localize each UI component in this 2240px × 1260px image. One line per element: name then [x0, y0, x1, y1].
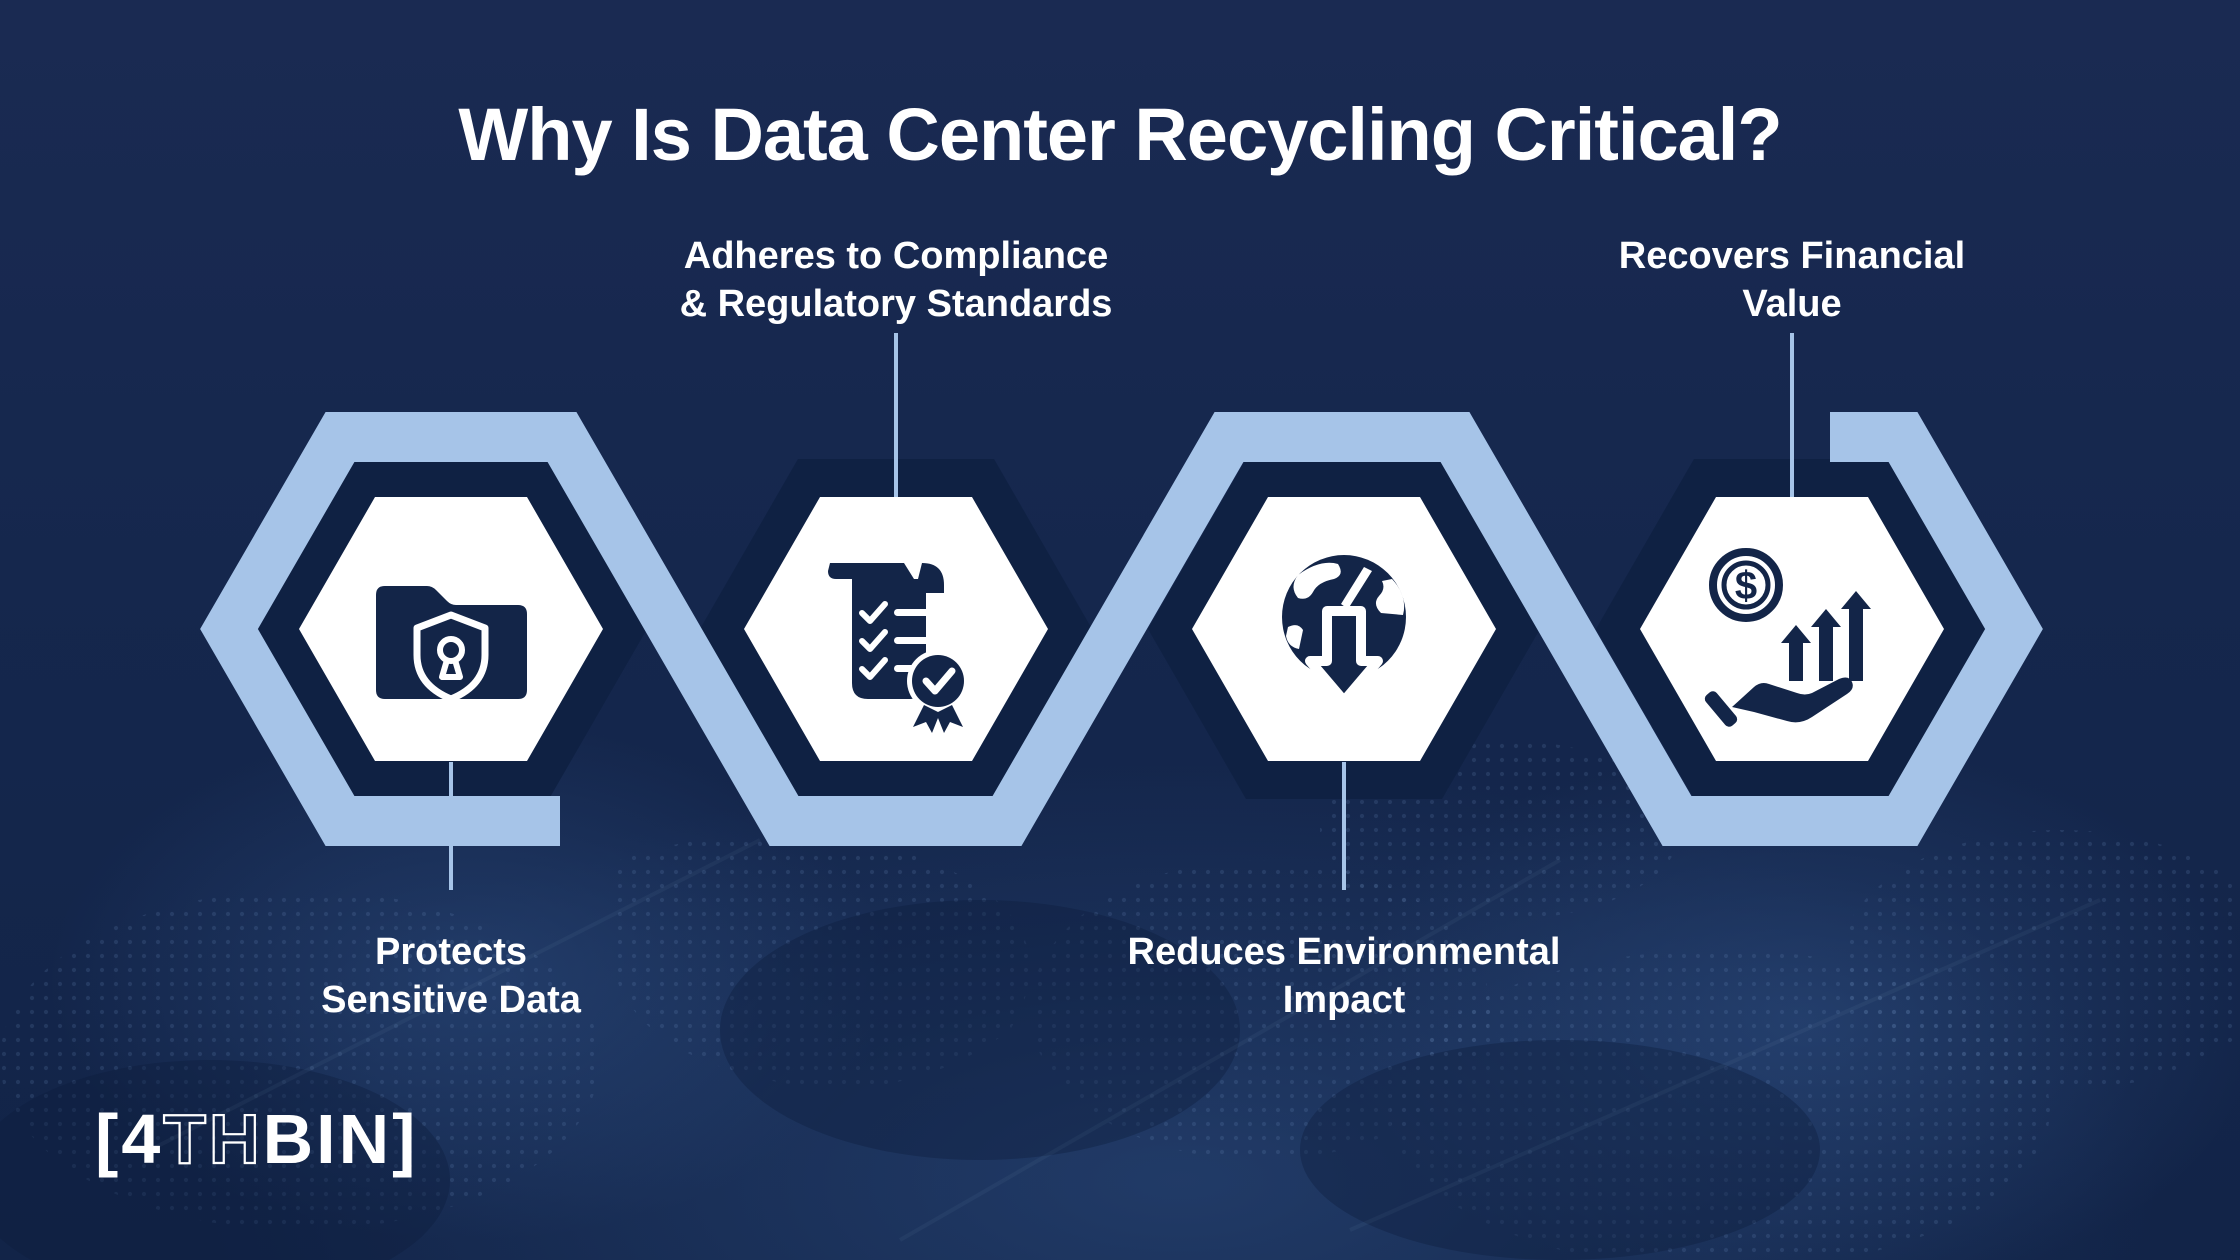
- label-compliance-line2: & Regulatory Standards: [679, 283, 1113, 325]
- label-compliance-line1: Adheres to Compliance: [683, 235, 1109, 277]
- globe-down-arrow-icon: [1282, 555, 1406, 706]
- label-financial: Recovers Financial Value: [1472, 232, 2112, 328]
- label-environment: Reduces Environmental Impact: [1064, 928, 1624, 1024]
- world-map-texture: [0, 720, 2240, 1260]
- label-protects-line2: Sensitive Data: [321, 979, 581, 1021]
- label-protects-line1: Protects: [374, 931, 528, 973]
- money-growth-hand-icon: $: [1704, 548, 1871, 727]
- page-title: Why Is Data Center Recycling Critical?: [458, 93, 1782, 176]
- label-environment-line1: Reduces Environmental: [1127, 931, 1561, 973]
- label-compliance: Adheres to Compliance & Regulatory Stand…: [576, 232, 1216, 328]
- folder-shield-icon: [376, 586, 527, 703]
- svg-text:$: $: [1735, 564, 1757, 608]
- compliance-document-icon: [828, 563, 969, 733]
- label-financial-line2: Value: [1742, 283, 1842, 325]
- label-environment-line2: Impact: [1282, 979, 1406, 1021]
- label-financial-line1: Recovers Financial: [1618, 235, 1966, 277]
- label-protects: Protects Sensitive Data: [171, 928, 731, 1024]
- logo-4thbin: [4THBIN]: [95, 1100, 418, 1178]
- zigzag-ribbon: [200, 412, 2043, 846]
